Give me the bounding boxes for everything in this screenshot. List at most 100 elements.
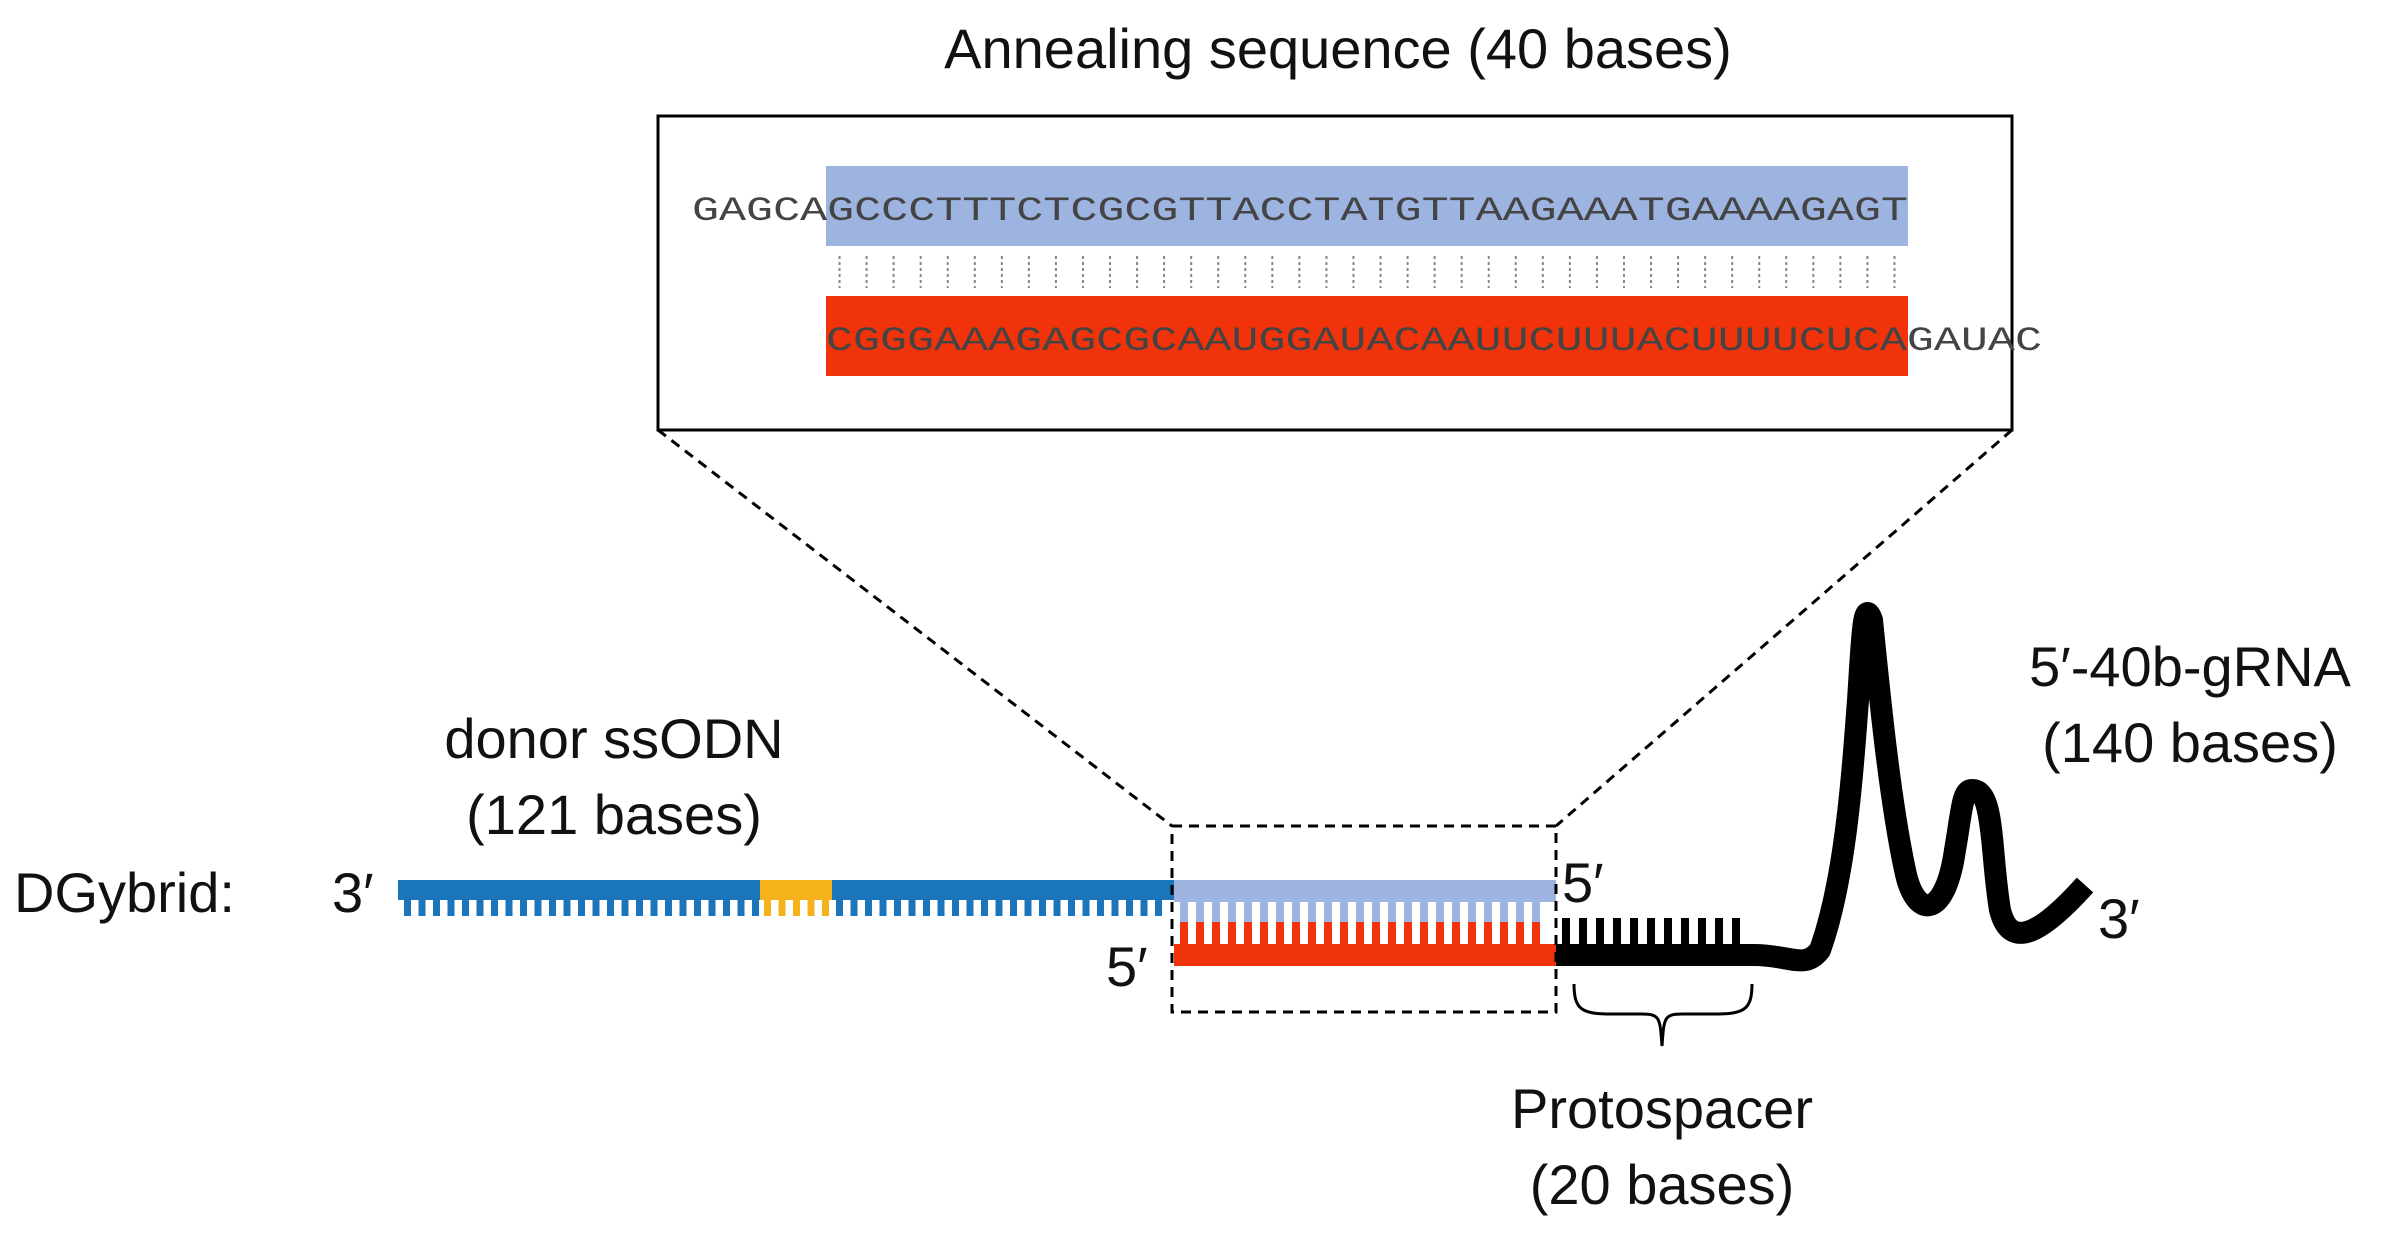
donor-tooth — [894, 898, 901, 916]
anneal-top-tooth — [1500, 900, 1508, 922]
anneal-bottom-tooth — [1452, 922, 1460, 946]
protospacer-tooth — [1613, 918, 1621, 946]
anneal-bottom-tooth — [1404, 922, 1412, 946]
protospacer-brace — [1572, 983, 1754, 1047]
anneal-bottom-tooth — [1372, 922, 1380, 946]
donor-tooth — [404, 898, 411, 916]
top-flank: GAGCA — [692, 193, 828, 231]
anneal-bottom-tooth — [1420, 922, 1428, 946]
top-anneal: GCCCTTTCTCGCGTTACCTATGTTAAGAAATGAAAAGAGT — [827, 193, 1908, 231]
donor-tooth — [1068, 898, 1075, 916]
donor-length: (121 bases) — [466, 783, 762, 846]
zoom-line-left — [657, 428, 1173, 828]
inset-title: Annealing sequence (40 bases) — [944, 17, 1732, 80]
anneal-top-strand — [1174, 880, 1556, 902]
protospacer-tooth — [1596, 918, 1604, 946]
anneal-top-tooth — [1532, 900, 1540, 922]
anneal-bottom-tooth — [1340, 922, 1348, 946]
anneal-highlight-top — [826, 166, 1908, 246]
donor-tooth — [607, 898, 614, 916]
protospacer-strand — [1556, 944, 1756, 966]
donor-tooth — [650, 898, 658, 916]
protospacer-tooth — [1664, 918, 1672, 946]
anneal-top-tooth — [1388, 900, 1396, 922]
anneal-bottom-tooth — [1196, 922, 1204, 946]
grna-length: (140 bases) — [2042, 711, 2338, 774]
donor-tooth — [578, 898, 585, 916]
base-pair-marks — [838, 256, 1896, 288]
anneal-highlight-bottom — [826, 296, 1908, 376]
donor-tooth — [694, 898, 701, 916]
anneal-top-tooth — [1180, 900, 1188, 922]
anneal-top-teeth — [1180, 900, 1540, 922]
donor-tooth — [923, 898, 930, 916]
donor-tooth — [1140, 898, 1148, 916]
anneal-top-tooth — [1212, 900, 1220, 922]
donor-tooth — [1155, 898, 1162, 916]
donor-tooth — [621, 898, 629, 916]
donor-tooth — [418, 898, 426, 916]
anneal-bottom-tooth — [1500, 922, 1508, 946]
donor-tooth — [1111, 898, 1119, 916]
donor-name: donor ssODN — [444, 707, 783, 770]
donor-tooth — [1053, 898, 1061, 916]
donor-tooth — [505, 898, 513, 916]
anneal-top-tooth — [1324, 900, 1332, 922]
inset-box — [656, 114, 2014, 432]
anneal-top-tooth — [1516, 900, 1524, 922]
anneal-top-tooth — [1260, 900, 1268, 922]
donor-tooth — [592, 898, 600, 916]
donor-tooth — [549, 898, 556, 916]
mismatch-segment — [760, 880, 832, 900]
anneal-top-tooth — [1292, 900, 1300, 922]
protospacer-tooth — [1732, 918, 1740, 946]
grna-scaffold — [1753, 602, 2094, 972]
protospacer-length: (20 bases) — [1530, 1153, 1795, 1216]
donor-tooth — [563, 898, 571, 916]
anneal-top-tooth — [1340, 900, 1348, 922]
anneal-bottom-tooth — [1356, 922, 1364, 946]
anneal-top-tooth — [1276, 900, 1284, 922]
donor-tooth — [752, 898, 759, 916]
anneal-top-tooth — [1308, 900, 1316, 922]
protospacer-tooth — [1715, 918, 1723, 946]
protospacer-teeth — [1562, 918, 1740, 946]
mismatch-teeth — [764, 898, 829, 916]
anneal-bottom-tooth — [1308, 922, 1316, 946]
donor-tooth — [534, 898, 542, 916]
anneal-bottom-tooth — [1260, 922, 1268, 946]
donor-tooth — [966, 898, 974, 916]
donor-tooth — [462, 898, 469, 916]
anneal-top-tooth — [1436, 900, 1444, 922]
anneal-bottom-tooth — [1180, 922, 1188, 946]
donor-tooth — [476, 898, 484, 916]
donor-tooth — [1082, 898, 1090, 916]
donor-tooth — [952, 898, 959, 916]
anneal-top-tooth — [1404, 900, 1412, 922]
anneal-top-tooth — [1468, 900, 1476, 922]
anneal-top-tooth — [1244, 900, 1252, 922]
donor-tooth — [937, 898, 945, 916]
donor-tooth — [908, 898, 916, 916]
donor-tooth — [520, 898, 527, 916]
donor-tooth — [850, 898, 858, 916]
anneal-bottom-strand — [1174, 944, 1556, 966]
donor-3prime-label: 3′ — [332, 861, 374, 924]
anneal-bottom-tooth — [1436, 922, 1444, 946]
mismatch-tooth — [764, 898, 771, 916]
protospacer-tooth — [1562, 918, 1570, 946]
anneal-top-tooth — [1228, 900, 1236, 922]
anneal-bottom-tooth — [1324, 922, 1332, 946]
donor-tooth — [491, 898, 498, 916]
anneal-bottom-tooth — [1228, 922, 1236, 946]
protospacer-tooth — [1630, 918, 1638, 946]
donor-tooth — [1024, 898, 1032, 916]
bottom-sequence: CGGGAAAGAGCGCAAUGGAUACAAUUCUUUACUUUUCUCA… — [826, 323, 2042, 361]
mismatch-tooth — [778, 898, 786, 916]
grna-3prime-label: 3′ — [2098, 887, 2140, 950]
anneal-top-tooth — [1356, 900, 1364, 922]
donor-tooth — [995, 898, 1003, 916]
protospacer-tooth — [1698, 918, 1706, 946]
